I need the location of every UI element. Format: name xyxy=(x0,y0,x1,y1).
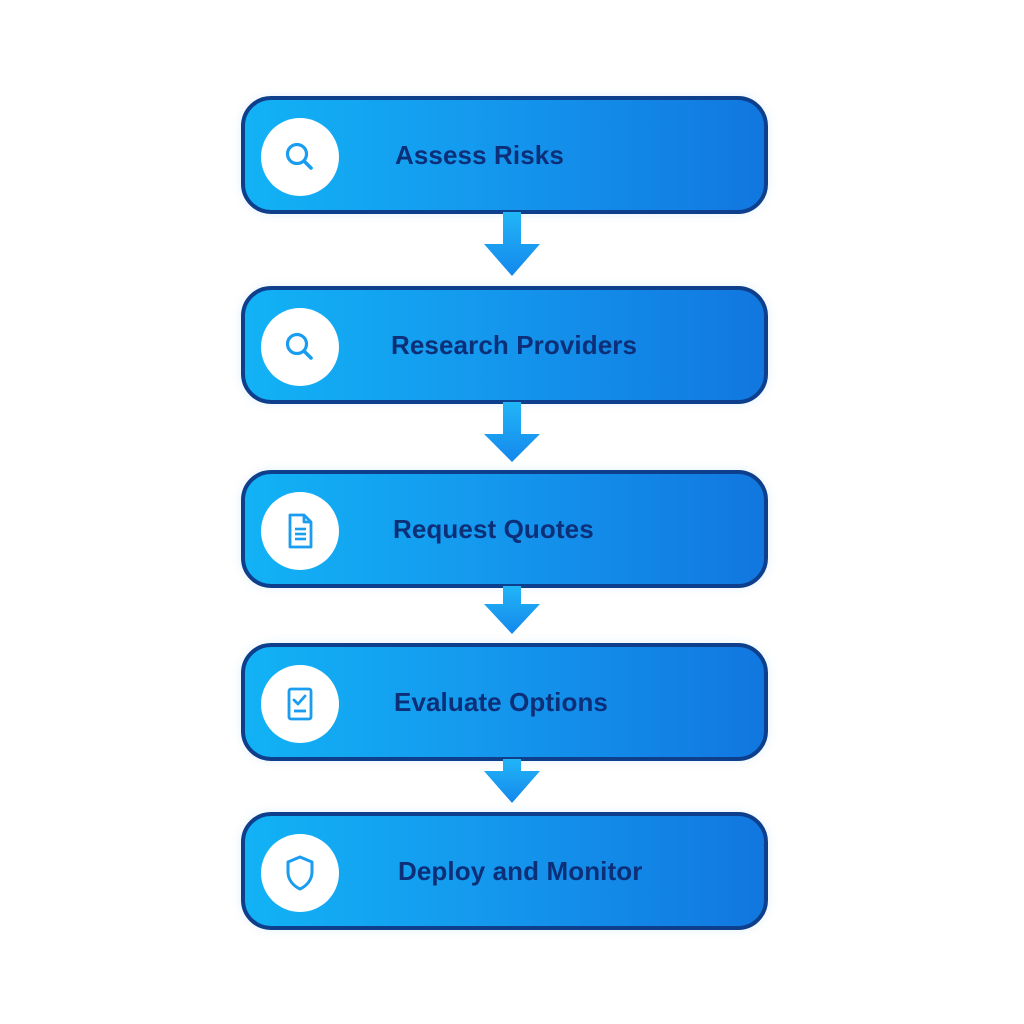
step-label: Request Quotes xyxy=(393,514,594,544)
step-label: Research Providers xyxy=(391,330,638,360)
shield-icon xyxy=(286,855,314,891)
down-arrow xyxy=(482,212,542,278)
checklist-icon xyxy=(287,687,313,721)
step-request-quotes: Request Quotes xyxy=(241,470,768,588)
step-label: Deploy and Monitor xyxy=(398,856,643,886)
step-evaluate-options: Evaluate Options xyxy=(241,643,768,761)
down-arrow xyxy=(482,759,542,825)
step-icon-circle xyxy=(261,665,339,743)
step-deploy-and-monitor: Deploy and Monitor xyxy=(241,812,768,930)
step-label: Assess Risks xyxy=(395,140,564,170)
step-research-providers: Research Providers xyxy=(241,286,768,404)
step-icon-circle xyxy=(261,492,339,570)
down-arrow xyxy=(482,586,542,652)
step-icon-circle xyxy=(261,308,339,386)
down-arrow xyxy=(482,402,542,468)
step-icon-circle xyxy=(261,834,339,912)
step-label: Evaluate Options xyxy=(394,687,608,717)
step-icon-circle xyxy=(261,118,339,196)
search-icon xyxy=(285,142,313,170)
step-assess-risks: Assess Risks xyxy=(241,96,768,214)
document-icon xyxy=(288,513,313,549)
search-icon xyxy=(285,332,313,360)
